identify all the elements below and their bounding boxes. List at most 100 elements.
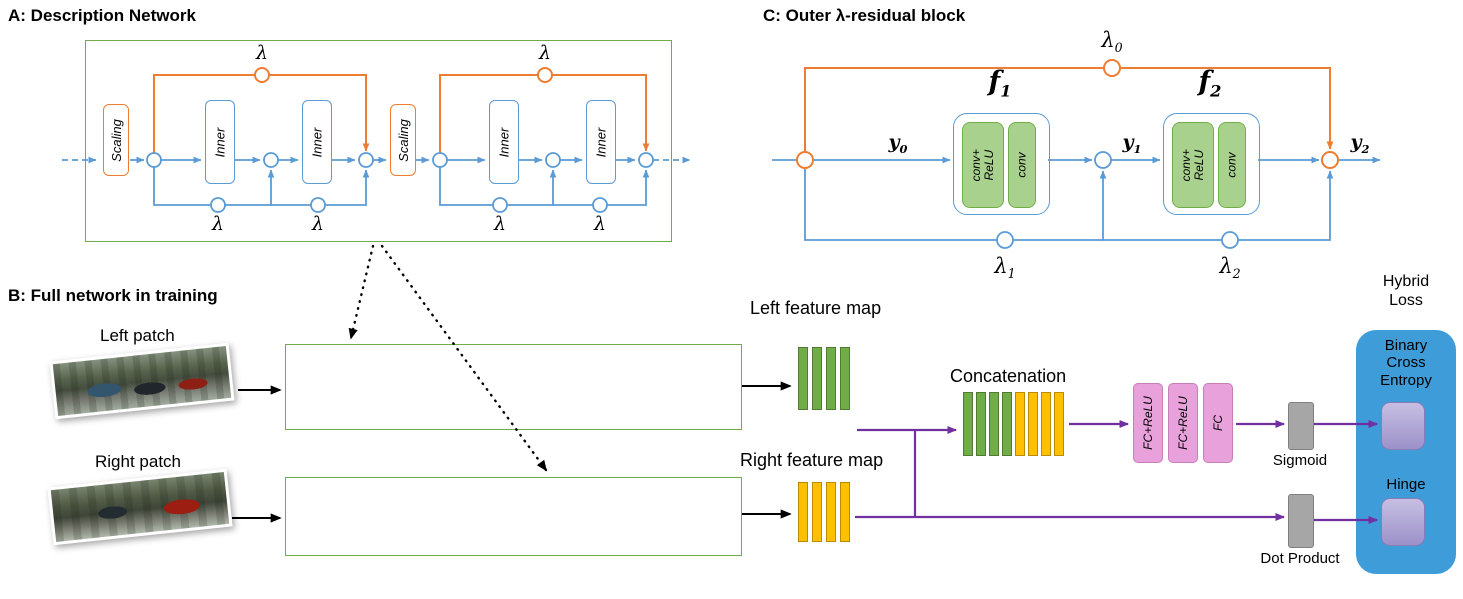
inner-box-2: Inner xyxy=(302,100,332,184)
fc-label: FC xyxy=(1211,415,1225,431)
left-feature-map-label: Left feature map xyxy=(750,298,882,318)
feature-bar xyxy=(798,347,808,410)
left-patch-photo xyxy=(52,346,232,416)
sigmoid-label: Sigmoid xyxy=(1272,452,1328,469)
y2-label: y2 xyxy=(1340,131,1380,156)
scaling-box-2: Scaling xyxy=(390,104,416,176)
f2-sub: 2 xyxy=(1210,81,1222,101)
f1-sub: 1 xyxy=(1000,81,1012,101)
scaling-label-2: Scaling xyxy=(395,118,411,162)
fc-relu-block-2: FC+ReLU xyxy=(1168,383,1198,463)
inner-label-2: Inner xyxy=(309,127,325,157)
lambda-label-bottom-2: λ xyxy=(311,213,325,235)
right-patch-image xyxy=(47,468,233,546)
f2-block: conv+ReLU conv xyxy=(1163,113,1260,215)
f1-base: f xyxy=(988,66,1001,97)
hybrid-loss-label: Hybrid Loss xyxy=(1382,273,1430,310)
conv-relu-line2: ReLU xyxy=(981,149,996,181)
lambda-label-bottom-1: λ xyxy=(211,213,225,235)
lambda-label-bottom-3: λ xyxy=(493,213,507,235)
hinge-loss-box xyxy=(1381,498,1425,546)
feature-bar xyxy=(1054,392,1064,456)
lambda0-sub: 0 xyxy=(1114,40,1123,56)
lambda2-sub: 2 xyxy=(1232,266,1241,282)
inner-box-1: Inner xyxy=(205,100,235,184)
feature-bar xyxy=(840,482,850,542)
panel-c-lines xyxy=(772,67,1381,241)
right-feature-map-bars xyxy=(798,482,850,542)
lambda1-label: λ1 xyxy=(985,254,1025,281)
lambda2-base: λ xyxy=(1219,254,1233,278)
f2-label: f2 xyxy=(1185,66,1235,100)
feature-bar xyxy=(812,347,822,410)
right-patch-label: Right patch xyxy=(95,452,181,471)
f2-base: f xyxy=(1198,66,1211,97)
fc-relu-label-1: FC+ReLU xyxy=(1141,396,1155,450)
right-patch-photo xyxy=(50,472,230,542)
conv-box-f2: conv xyxy=(1218,122,1246,208)
conv-relu-label-f1: conv+ReLU xyxy=(969,149,996,181)
y2-base: y xyxy=(1350,131,1362,153)
conv-relu-line2: ReLU xyxy=(1191,149,1206,181)
inner-label-1: Inner xyxy=(212,127,228,157)
conv-relu-line1: conv+ xyxy=(1178,148,1193,182)
right-feature-map-label: Right feature map xyxy=(740,450,884,470)
feature-bar xyxy=(1002,392,1012,456)
sigmoid-block xyxy=(1288,402,1314,450)
lambda1-base: λ xyxy=(994,254,1008,278)
dot-product-label: Dot Product xyxy=(1260,550,1340,567)
y0-label: y0 xyxy=(878,131,918,156)
lambda0-label: λ0 xyxy=(1092,28,1132,55)
conv-label-f1: conv xyxy=(1014,152,1029,178)
conv-label-f2: conv xyxy=(1224,152,1239,178)
feature-bar xyxy=(826,347,836,410)
concatenation-label: Concatenation xyxy=(950,366,1067,386)
y1-base: y xyxy=(1122,131,1134,153)
inner-label-4: Inner xyxy=(593,127,609,157)
scaling-box-1: Scaling xyxy=(103,104,129,176)
panel-b-title: B: Full network in training xyxy=(8,286,218,305)
network-box-right xyxy=(285,477,742,556)
y1-label: y1 xyxy=(1112,131,1152,156)
fc-relu-block-1: FC+ReLU xyxy=(1133,383,1163,463)
y0-base: y xyxy=(888,131,900,153)
feature-bar xyxy=(976,392,986,456)
left-patch-label: Left patch xyxy=(100,326,175,345)
description-network-box xyxy=(85,40,672,242)
conv-relu-box-f2: conv+ReLU xyxy=(1172,122,1214,208)
fc-block: FC xyxy=(1203,383,1233,463)
lambda1-sub: 1 xyxy=(1007,266,1016,282)
feature-bar xyxy=(963,392,973,456)
dot-product-block xyxy=(1288,494,1314,548)
feature-bar xyxy=(1028,392,1038,456)
lambda-label-bottom-4: λ xyxy=(593,213,607,235)
y0-sub: 0 xyxy=(899,141,908,156)
feature-bar xyxy=(1015,392,1025,456)
lambda0-base: λ xyxy=(1101,28,1115,52)
lambda-label-top-1: λ xyxy=(255,42,269,64)
f1-label: f1 xyxy=(975,66,1025,100)
feature-bar xyxy=(812,482,822,542)
fc-relu-label-2: FC+ReLU xyxy=(1176,396,1190,450)
inner-box-4: Inner xyxy=(586,100,616,184)
left-patch-image xyxy=(49,342,235,420)
lambda2-label: λ2 xyxy=(1210,254,1250,281)
conv-relu-box-f1: conv+ReLU xyxy=(962,122,1004,208)
feature-bar xyxy=(1041,392,1051,456)
feature-bar xyxy=(989,392,999,456)
feature-bar xyxy=(840,347,850,410)
bce-loss-box xyxy=(1381,402,1425,450)
y2-sub: 2 xyxy=(1361,141,1370,156)
f1-block: conv+ReLU conv xyxy=(953,113,1050,215)
panel-c-title: C: Outer λ-residual block xyxy=(763,6,966,25)
inner-box-3: Inner xyxy=(489,100,519,184)
inner-label-3: Inner xyxy=(496,127,512,157)
lambda-label-top-2: λ xyxy=(538,42,552,64)
hinge-label: Hinge xyxy=(1386,476,1426,493)
conv-box-f1: conv xyxy=(1008,122,1036,208)
network-box-left xyxy=(285,344,742,430)
concatenation-bars xyxy=(963,392,1064,456)
conv-relu-label-f2: conv+ReLU xyxy=(1178,148,1206,182)
left-feature-map-bars xyxy=(798,347,850,410)
